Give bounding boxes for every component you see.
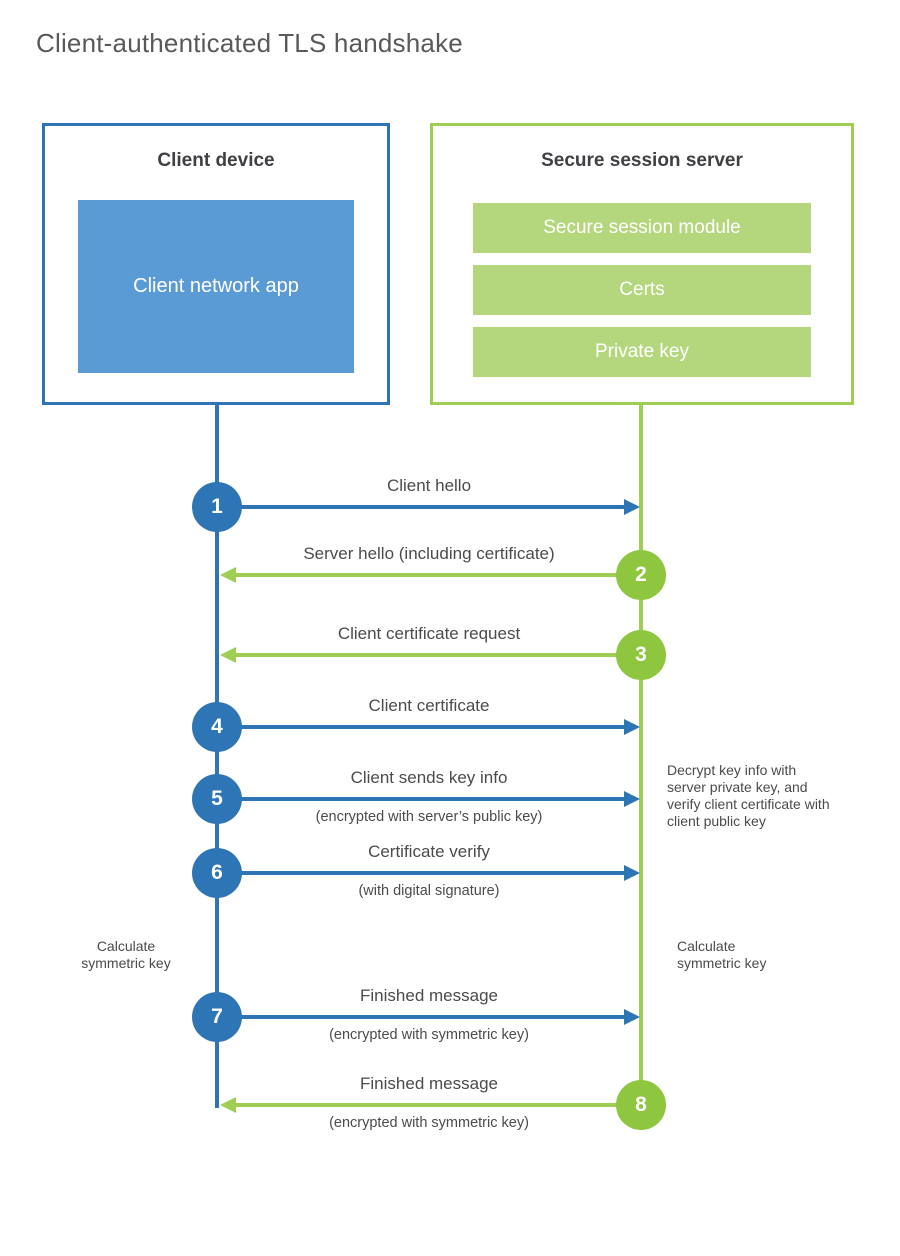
message-sublabel: (encrypted with symmetric key) (329, 1115, 529, 1131)
server-module-bar: Private key (473, 327, 811, 377)
arrowhead-right-icon (624, 791, 640, 807)
server-module-bar: Secure session module (473, 203, 811, 253)
client-device-title: Client device (157, 150, 275, 171)
step-number: 1 (211, 495, 223, 518)
message-arrow (217, 871, 624, 875)
message-arrow (217, 1015, 624, 1019)
secure-session-server-box: Secure session server Secure session mod… (430, 123, 854, 405)
step-number: 2 (635, 563, 647, 586)
message-arrow (217, 505, 624, 509)
server-lifeline (639, 405, 643, 1105)
arrowhead-right-icon (624, 1009, 640, 1025)
arrowhead-left-icon (220, 647, 236, 663)
message-arrow (217, 725, 624, 729)
message-arrow (236, 1103, 641, 1107)
message-sublabel: (with digital signature) (358, 883, 500, 899)
note-decrypt-key-info: Decrypt key info with server private key… (667, 762, 830, 829)
step-circle: 5 (192, 774, 242, 824)
arrowhead-left-icon (220, 567, 236, 583)
client-network-app-label: Client network app (133, 275, 299, 297)
arrowhead-right-icon (624, 719, 640, 735)
message-label: Finished message (360, 986, 498, 1005)
step-number: 8 (635, 1093, 647, 1116)
step-circle: 1 (192, 482, 242, 532)
message-sublabel: (encrypted with server’s public key) (315, 809, 543, 825)
message-label: Client certificate (368, 696, 490, 715)
step-circle: 8 (616, 1080, 666, 1130)
step-circle: 2 (616, 550, 666, 600)
message-arrow (217, 797, 624, 801)
message-label: Server hello (including certificate) (303, 544, 555, 563)
step-number: 7 (211, 1005, 223, 1028)
note-calculate-right: Calculate symmetric key (677, 938, 767, 971)
arrowhead-right-icon (624, 865, 640, 881)
client-lifeline (215, 405, 219, 1108)
step-number: 3 (635, 643, 647, 666)
message-sublabel: (encrypted with symmetric key) (329, 1027, 529, 1043)
message-label: Client sends key info (350, 768, 508, 787)
note-calculate-left: Calculate symmetric key (81, 938, 171, 971)
message-label: Certificate verify (368, 842, 490, 861)
message-label: Client hello (386, 476, 472, 495)
arrowhead-left-icon (220, 1097, 236, 1113)
step-number: 4 (211, 715, 223, 738)
step-circle: 4 (192, 702, 242, 752)
server-module-bar: Certs (473, 265, 811, 315)
arrowhead-right-icon (624, 499, 640, 515)
client-device-box: Client device Client network app (42, 123, 390, 405)
step-circle: 7 (192, 992, 242, 1042)
client-network-app-box: Client network app (78, 200, 354, 373)
step-circle: 6 (192, 848, 242, 898)
secure-session-server-title: Secure session server (541, 150, 743, 171)
message-arrow (236, 573, 641, 577)
message-label: Client certificate request (337, 624, 521, 643)
step-number: 6 (211, 861, 223, 884)
message-arrow (236, 653, 641, 657)
step-number: 5 (211, 787, 223, 810)
step-circle: 3 (616, 630, 666, 680)
message-label: Finished message (360, 1074, 498, 1093)
diagram-title: Client-authenticated TLS handshake (36, 28, 463, 58)
